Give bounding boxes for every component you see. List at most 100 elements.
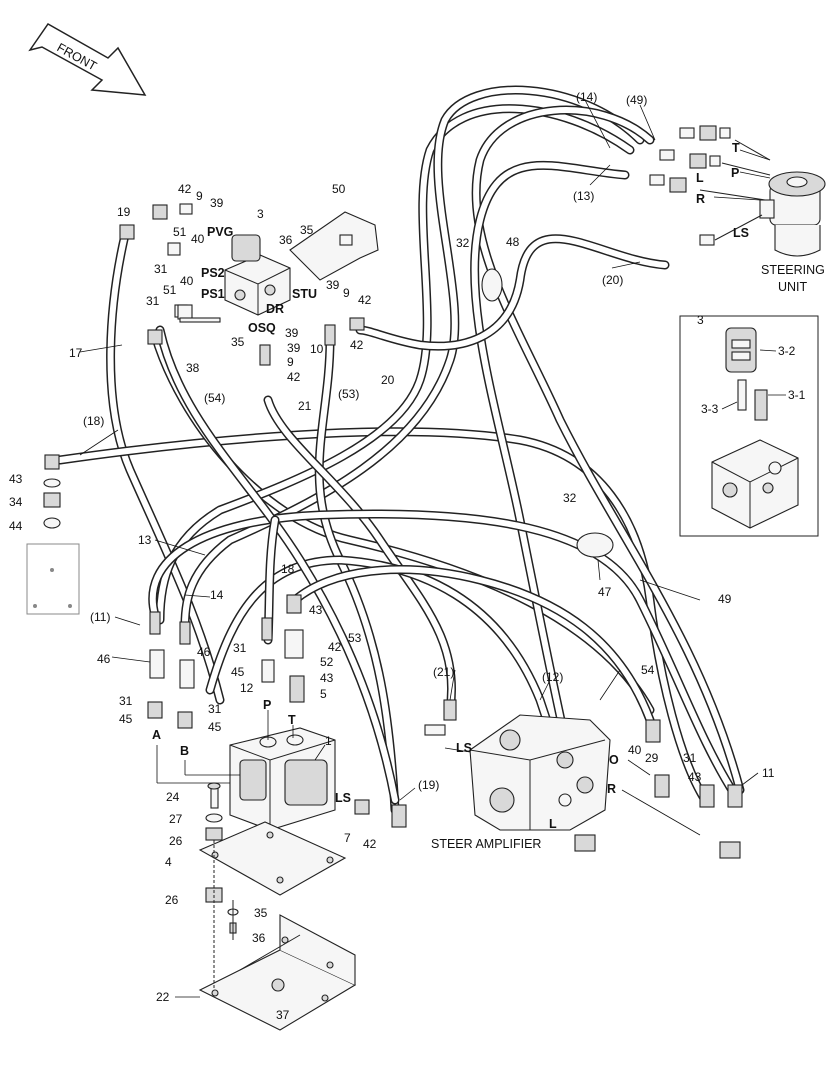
callout: 24 [166,790,180,804]
callout: 42 [350,338,364,352]
callout: 45 [119,712,133,726]
callout: 38 [186,361,200,375]
valve-block-3 [224,234,291,316]
callout: 50 [332,182,346,196]
callout: 3 [257,207,264,221]
manifold-port-ls: LS [335,791,351,805]
detail-inset-3 [679,315,819,537]
valve-port-osq: OSQ [248,321,276,335]
callout: 37 [276,1008,290,1022]
callout: 52 [320,655,334,669]
callout: 40 [180,274,194,288]
callout: 31 [146,294,160,308]
callout: 11 [762,766,775,780]
callout: 54 [641,663,655,677]
callout: 40 [628,743,642,757]
washer-stack [205,782,239,990]
callout: 49 [718,592,732,606]
callout: 4 [165,855,172,869]
coil-icon [284,759,328,806]
callout: 35 [254,906,268,920]
left-plate-module [26,478,80,615]
bolt-37-icon [271,978,285,992]
front-arrow-icon: FRONT [28,23,147,96]
callout: 14 [210,588,224,602]
callout: 7 [344,831,351,845]
steer-amplifier-title: STEER AMPLIFIER [431,837,541,851]
callout: 39 [285,326,299,340]
steering-port-ls: LS [733,226,749,240]
callout: 39 [326,278,340,292]
detail-inset-id: 3 [697,313,704,327]
callout: 27 [169,812,183,826]
callout: 21 [298,399,312,413]
callout: 42 [328,640,342,654]
callout: 34 [9,495,23,509]
callout: 31 [233,641,247,655]
valve-port-ps2: PS2 [201,266,225,280]
solenoid-icon [231,234,261,262]
cartridge-plug-icon [754,389,768,421]
callout: 9 [196,189,203,203]
callout: 42 [287,370,301,384]
bracket-50 [289,211,379,281]
manifold-port-b: B [180,744,189,758]
callout: 17 [69,346,83,360]
valve-port-pvg: PVG [207,225,233,239]
callout: 39 [287,341,301,355]
callout: (19) [418,778,439,792]
callout: 35 [231,335,245,349]
callout: 36 [279,233,293,247]
callout: 31 [154,262,168,276]
hose-group [55,85,745,815]
callout: (11) [90,610,110,624]
steering-port-r: R [696,192,705,206]
callout: 19 [117,205,131,219]
callout: 42 [178,182,192,196]
callout: 9 [287,355,294,369]
hose-clamp-47 [576,532,614,558]
steering-port-l: L [696,171,704,185]
callout: 31 [208,702,222,716]
callout: 45 [231,665,245,679]
callout: 46 [97,652,111,666]
amp-port-l: L [549,817,557,831]
valve-port-ps1: PS1 [201,287,225,301]
steering-unit-title-2: UNIT [778,280,808,294]
manifold-port-p: P [263,698,271,712]
callout: (13) [573,189,594,203]
detail-part-3-1: 3-1 [788,388,806,402]
callout: 35 [300,223,314,237]
callout: 29 [645,751,659,765]
callout: 51 [163,283,177,297]
steering-port-p: P [731,166,739,180]
valve-port-dr: DR [266,302,284,316]
manifold-port-t: T [288,713,296,727]
cartridge-valve-icon [737,379,747,411]
callout: 18 [281,562,295,576]
callout: 32 [563,491,577,505]
callout: (21) [433,665,454,679]
callout: 31 [683,751,697,765]
callout: 48 [506,235,520,249]
callout: 42 [363,837,377,851]
callout: 51 [173,225,187,239]
callout: 43 [320,671,334,685]
callout: 12 [240,681,254,695]
steering-fittings [649,125,771,246]
callout: (49) [626,93,647,107]
callout: 40 [191,232,205,246]
callout: 43 [688,770,702,784]
callout: 53 [348,631,362,645]
callout: (12) [542,670,563,684]
hose-clamp-48 [481,268,503,302]
solenoid-coil-icon [725,327,757,373]
callout: 43 [9,472,23,486]
detail-part-3-3: 3-3 [701,402,719,416]
steering-unit-title-1: STEERING [761,263,825,277]
amp-port-ls: LS [456,741,472,755]
misc-fittings [44,203,743,828]
callout: (20) [602,273,623,287]
callout: 47 [598,585,612,599]
